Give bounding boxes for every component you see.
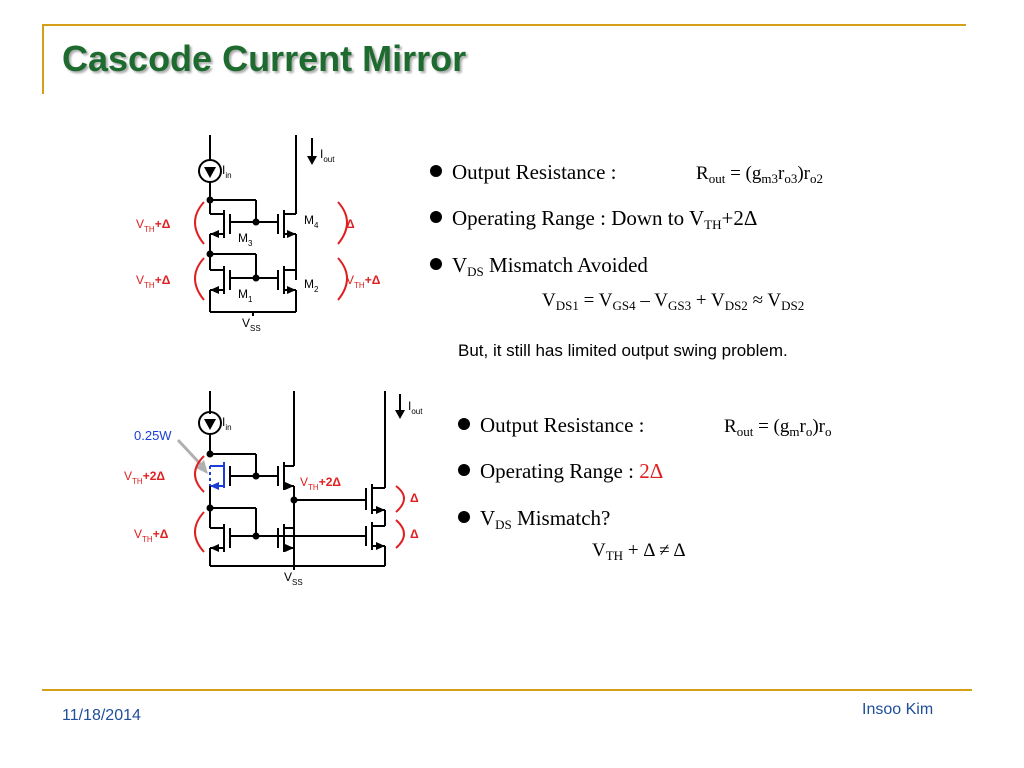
vds-equation: VDS1 = VGS4 – VGS3 + VDS2 ≈ VDS2: [542, 290, 805, 313]
iout-label-2: Iout: [408, 399, 423, 416]
delta-label-upper: Δ: [410, 491, 419, 505]
m4-label: M4: [304, 213, 319, 230]
bullet-dot: [430, 211, 442, 223]
rout-formula-1: Rout = (gm3ro3)ro2: [696, 163, 823, 186]
vth-delta-label-m1: VTH+Δ: [136, 273, 171, 290]
bullet-dot: [430, 258, 442, 270]
bullet-text: Output Resistance :: [452, 160, 617, 184]
m1-label: M1: [238, 287, 253, 304]
vth-2delta-label-mid: VTH+2Δ: [300, 475, 341, 492]
slide-title: Cascode Current Mirror: [62, 38, 467, 79]
bullet-dot: [458, 418, 470, 430]
vth-delta-label-m3: VTH+Δ: [136, 217, 171, 234]
footer-date: 11/18/2014: [62, 707, 141, 724]
vth-delta-label-m2: VTH+Δ: [346, 273, 381, 290]
footer-rule: [42, 689, 972, 691]
title-left-rule: [42, 24, 44, 94]
delta-label-m4: Δ: [346, 217, 355, 231]
vss-label-1: VSS: [242, 316, 261, 333]
vth-inequality: VTH + Δ ≠ Δ: [592, 540, 686, 563]
bullet-dot: [458, 464, 470, 476]
m2-label: M2: [304, 277, 319, 294]
iin-label-2: Iin: [222, 415, 232, 432]
bullet-vds-mismatch-1: VDS Mismatch Avoided: [430, 253, 648, 280]
bullet-dot: [430, 165, 442, 177]
bullet-output-resistance-1: Output Resistance :: [430, 160, 616, 185]
vth-delta-label-lower: VTH+Δ: [134, 527, 169, 544]
bullet-operating-range-1: Operating Range : Down to VTH+2Δ: [430, 206, 757, 233]
title-top-rule: [42, 24, 966, 26]
swing-note: But, it still has limited output swing p…: [458, 341, 788, 360]
rout-formula-2: Rout = (gmro)ro: [724, 416, 832, 439]
m3-label: M3: [238, 231, 253, 248]
bullet-dot: [458, 511, 470, 523]
width-label: 0.25W: [134, 428, 172, 443]
footer-author: Insoo Kim: [862, 701, 934, 718]
bullet-output-resistance-2: Output Resistance :: [458, 413, 644, 438]
bullet-vds-mismatch-2: VDS Mismatch?: [458, 506, 610, 533]
operating-range-value: 2Δ: [639, 459, 664, 483]
vth-2delta-label-left: VTH+2Δ: [124, 469, 165, 486]
delta-label-lower: Δ: [410, 527, 419, 541]
bullet-operating-range-2: Operating Range : 2Δ: [458, 459, 663, 484]
iin-label-1: Iin: [222, 163, 232, 180]
iout-label-1: Iout: [320, 147, 335, 164]
vss-label-2: VSS: [284, 570, 303, 587]
low-voltage-cascode-circuit: Iin Iout VSS 0.25W VTH+2Δ VTH+2Δ VTH+Δ Δ…: [124, 391, 423, 587]
cascode-mirror-circuit: Iin Iout M3 M4 M1 M2 VSS VTH+Δ VTH+Δ VTH…: [136, 135, 381, 333]
